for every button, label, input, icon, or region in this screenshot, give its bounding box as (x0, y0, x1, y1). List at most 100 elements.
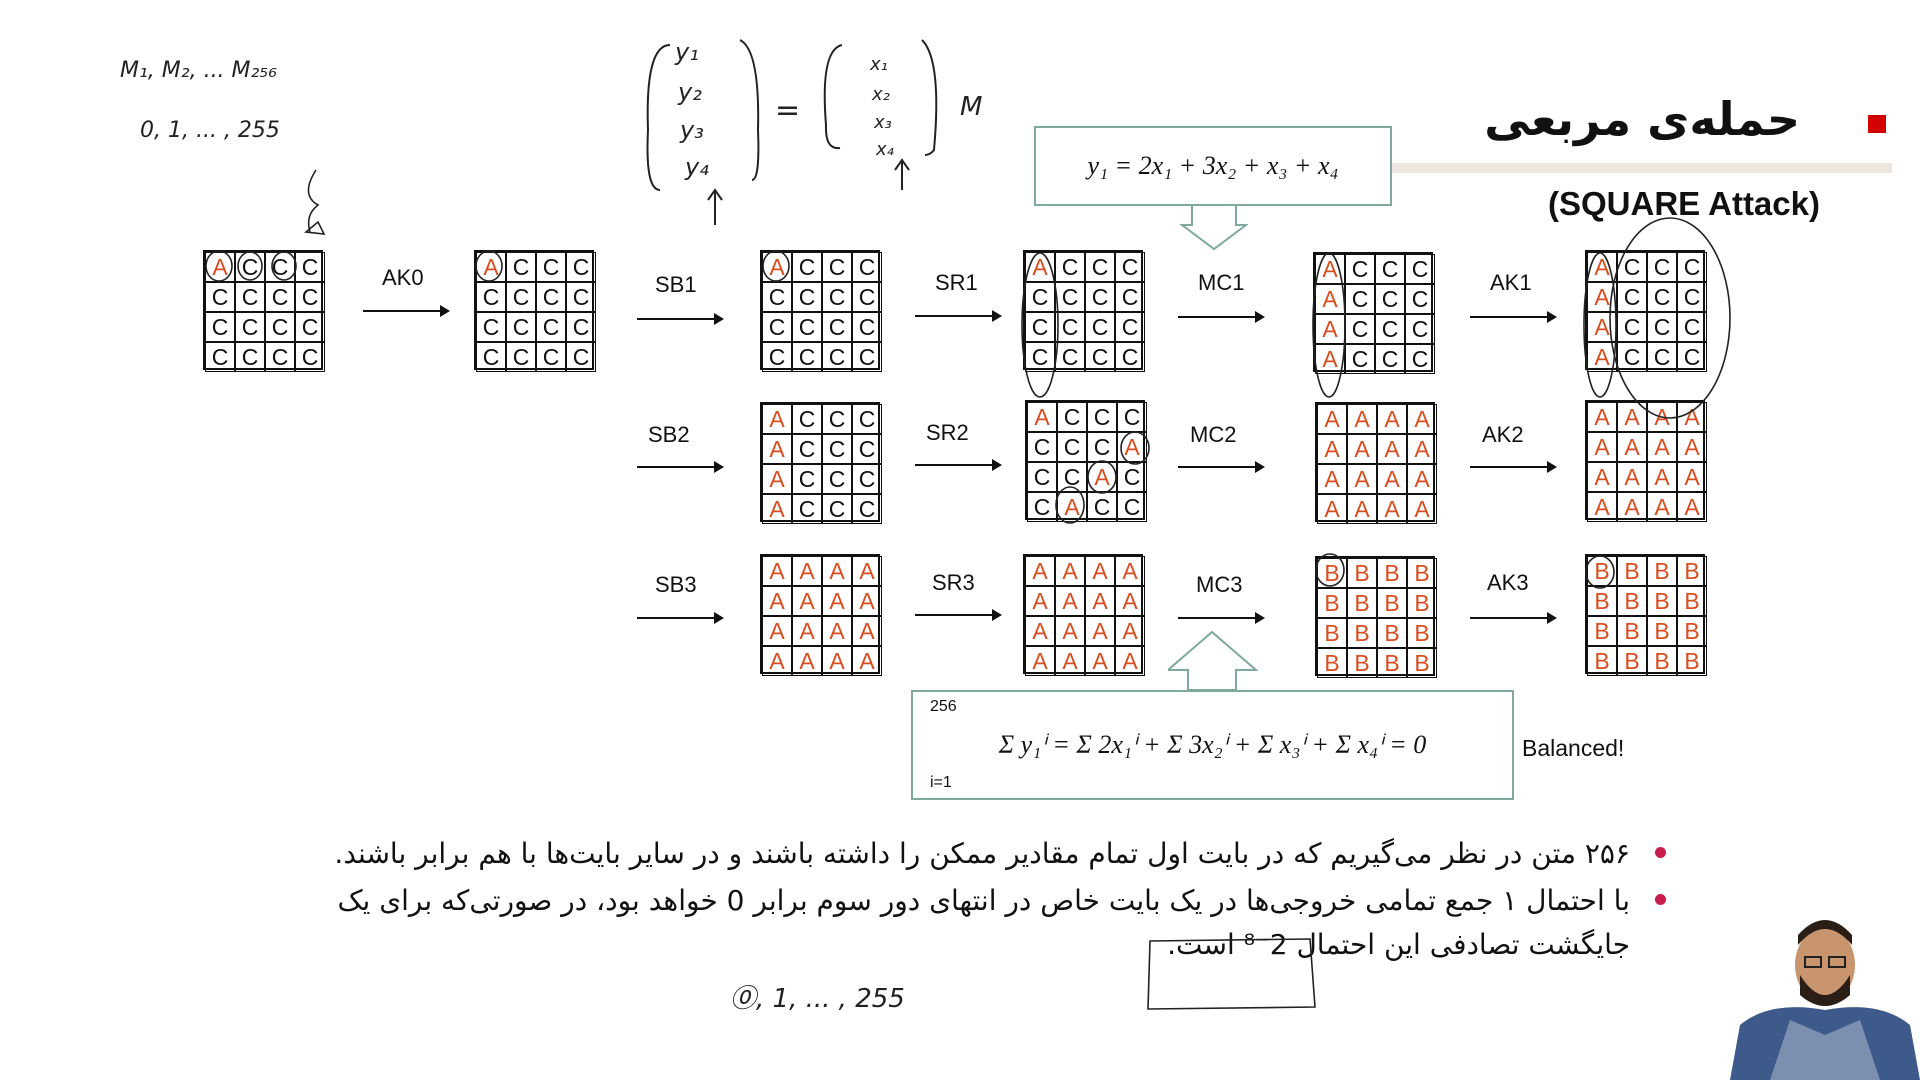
state-cell: C (1617, 282, 1647, 312)
state-cell: C (1085, 252, 1115, 282)
state-cell: C (235, 282, 265, 312)
state-cell: C (1115, 252, 1145, 282)
state-cell: A (1647, 462, 1677, 492)
state-cell: A (1085, 586, 1115, 616)
state-cell: C (1375, 344, 1405, 374)
state-cell: C (566, 312, 596, 342)
state-cell: C (792, 464, 822, 494)
state-cell: B (1347, 618, 1377, 648)
bullet-icon (1655, 894, 1666, 906)
state-cell: B (1617, 616, 1647, 646)
state-cell: B (1377, 588, 1407, 618)
state-cell: B (1677, 646, 1707, 676)
state-cell: C (1055, 312, 1085, 342)
state-cell: A (1027, 402, 1057, 432)
state-cell: B (1407, 648, 1437, 678)
state-cell: C (536, 342, 566, 372)
sum-upper-label: 256 (930, 698, 957, 715)
presenter-video-thumbnail (1730, 905, 1920, 1080)
state-cell: C (1117, 402, 1147, 432)
op-label-sr3: SR3 (932, 570, 975, 595)
state-cell: B (1317, 618, 1347, 648)
arrow-icon (915, 459, 1002, 471)
state-cell: C (1117, 492, 1147, 522)
equation-top: y₁ = 2x₁ + 3x₂ + x₃ + x₄ (1087, 151, 1339, 180)
state-cell: B (1407, 558, 1437, 588)
svg-text:=: = (775, 93, 800, 128)
state-cell: C (792, 282, 822, 312)
svg-text:x₄: x₄ (875, 139, 895, 160)
state-cell: A (852, 556, 882, 586)
arrow-icon (1178, 612, 1265, 624)
state-cell: B (1377, 558, 1407, 588)
state-cell: C (792, 494, 822, 524)
svg-text:y₂: y₂ (677, 78, 702, 106)
state-cell: A (762, 464, 792, 494)
state-cell: C (1405, 314, 1435, 344)
state-cell: A (852, 586, 882, 616)
state-cell: A (822, 646, 852, 676)
op-label-ak3: AK3 (1487, 570, 1529, 595)
state-cell: B (1617, 556, 1647, 586)
state-cell: A (762, 404, 792, 434)
state-cell: C (792, 434, 822, 464)
state-cell: B (1677, 616, 1707, 646)
state-cell: C (1115, 282, 1145, 312)
state-cell: C (822, 252, 852, 282)
handwritten-note-range: 0, 1, ... , 255 (140, 118, 280, 143)
state-cell: C (852, 252, 882, 282)
state-cell: B (1407, 588, 1437, 618)
state-cell: B (1617, 586, 1647, 616)
state-cell: C (1085, 342, 1115, 372)
state-cell: C (1375, 314, 1405, 344)
op-label-ak0: AK0 (382, 265, 424, 290)
state-cell: A (1317, 464, 1347, 494)
svg-text:x₁: x₁ (869, 54, 888, 75)
state-cell: B (1587, 616, 1617, 646)
state-cell: C (822, 312, 852, 342)
bullet-text-1: ۲۵۶ متن در نظر می‌گیریم که در بایت اول ت… (334, 837, 1630, 870)
state-cell: C (265, 312, 295, 342)
state-cell: C (1647, 312, 1677, 342)
arrow-icon (1178, 311, 1265, 323)
state-cell: C (1405, 284, 1435, 314)
state-cell: C (1375, 284, 1405, 314)
state-cell: A (1617, 492, 1647, 522)
state-cell: C (822, 404, 852, 434)
equation-bottom: Σ y₁ⁱ = Σ 2x₁ⁱ + Σ 3x₂ⁱ + Σ x₃ⁱ + Σ x₄ⁱ … (998, 730, 1427, 759)
state-cell: C (205, 312, 235, 342)
arrow-icon (915, 310, 1002, 322)
state-cell: A (1315, 254, 1345, 284)
state-cell: A (792, 616, 822, 646)
state-cell: A (1377, 404, 1407, 434)
state-cell: B (1377, 618, 1407, 648)
arrow-icon (1470, 311, 1557, 323)
state-cell: C (536, 312, 566, 342)
state-cell: C (566, 252, 596, 282)
state-cell: C (852, 312, 882, 342)
state-cell: A (1055, 556, 1085, 586)
state-cell: A (762, 646, 792, 676)
state-cell: A (1055, 586, 1085, 616)
state-cell: B (1647, 616, 1677, 646)
state-cell: C (1345, 284, 1375, 314)
state-cell: A (1677, 462, 1707, 492)
state-cell: A (1115, 586, 1145, 616)
op-label-sb2: SB2 (648, 422, 690, 447)
state-cell: C (1087, 402, 1117, 432)
arrow-icon (1470, 461, 1557, 473)
state-cell: A (1407, 494, 1437, 524)
state-cell: A (1647, 432, 1677, 462)
title-underline (1390, 163, 1892, 173)
state-cell: A (1085, 556, 1115, 586)
state-cell: A (1377, 464, 1407, 494)
state-cell: C (205, 282, 235, 312)
state-cell: C (792, 252, 822, 282)
state-cell: C (536, 252, 566, 282)
